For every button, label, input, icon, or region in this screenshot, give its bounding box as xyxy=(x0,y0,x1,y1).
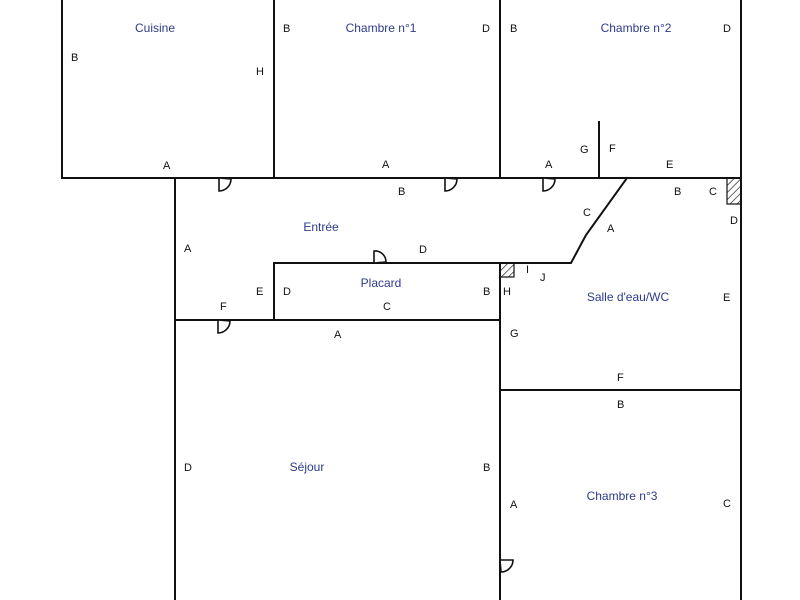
wall-letter: A xyxy=(382,159,390,171)
wall-letter: B xyxy=(398,186,405,198)
wall-letter: G xyxy=(580,144,589,156)
wall-letter: E xyxy=(666,159,673,171)
door-chambre2 xyxy=(542,177,556,192)
wall-letter: B xyxy=(483,462,490,474)
room-label-sejour: Séjour xyxy=(290,460,325,474)
wall-letter: C xyxy=(383,301,391,313)
wall-letter: G xyxy=(510,328,519,340)
wall-letter: B xyxy=(510,23,517,35)
wall-letter: J xyxy=(540,272,546,284)
room-labels: Cuisine Chambre n°1 Chambre n°2 Entrée P… xyxy=(135,21,672,503)
room-label-cuisine: Cuisine xyxy=(135,21,175,35)
wall-letter: F xyxy=(617,372,624,384)
room-label-chambre3: Chambre n°3 xyxy=(587,489,658,503)
door-chambre1 xyxy=(444,177,458,192)
wall-entree-inner xyxy=(273,176,629,321)
room-label-chambre1: Chambre n°1 xyxy=(346,21,417,35)
wall-letters: B H A B D A B D A G F E B A D C F E D B … xyxy=(71,23,738,511)
wall-letter: D xyxy=(419,244,427,256)
wall-letter: B xyxy=(483,286,490,298)
wall-letter: D xyxy=(730,215,738,227)
hatched-shaft-left xyxy=(499,262,515,278)
wall-letter: C xyxy=(723,498,731,510)
wall-letter: B xyxy=(674,186,681,198)
wall-letter: F xyxy=(220,301,227,313)
wall-letter: D xyxy=(723,23,731,35)
wall-letter: A xyxy=(163,160,171,172)
walls xyxy=(61,0,742,600)
doors xyxy=(217,177,556,573)
wall-letter: E xyxy=(723,292,730,304)
wall-letter: B xyxy=(283,23,290,35)
wall-letter: A xyxy=(334,329,342,341)
wall-letter: D xyxy=(184,462,192,474)
door-cuisine xyxy=(218,177,232,192)
wall-letter: A xyxy=(545,159,553,171)
door-chambre3 xyxy=(499,559,514,573)
room-label-entree: Entrée xyxy=(303,220,339,234)
wall-letter: H xyxy=(503,286,511,298)
wall-letter: C xyxy=(583,207,591,219)
hatched-shaft-right xyxy=(726,177,742,205)
room-label-placard: Placard xyxy=(361,276,402,290)
wall-letter: I xyxy=(526,264,529,276)
wall-letter: B xyxy=(71,52,78,64)
wall-letter: A xyxy=(607,223,615,235)
wall-letter: C xyxy=(709,186,717,198)
room-label-salle-eau: Salle d'eau/WC xyxy=(587,290,670,304)
wall-letter: F xyxy=(609,143,616,155)
room-label-chambre2: Chambre n°2 xyxy=(601,21,672,35)
wall-letter: H xyxy=(256,66,264,78)
wall-letter: D xyxy=(482,23,490,35)
wall-letter: B xyxy=(617,399,624,411)
door-placard xyxy=(373,250,387,264)
door-sejour xyxy=(217,319,231,334)
wall-letter: E xyxy=(256,286,263,298)
wall-letter: A xyxy=(184,243,192,255)
wall-letter: D xyxy=(283,286,291,298)
wall-letter: A xyxy=(510,499,518,511)
